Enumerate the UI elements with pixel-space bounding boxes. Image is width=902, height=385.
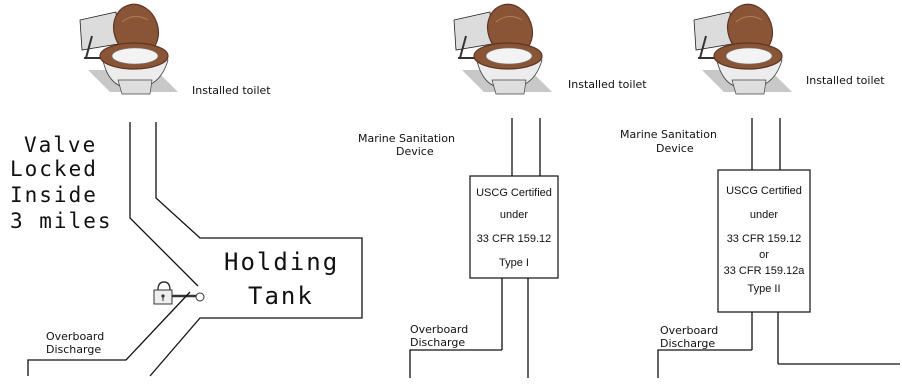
msd-box-text: or [759, 249, 769, 261]
valve-label: Valve [24, 133, 97, 157]
toilet-icon [693, 0, 793, 95]
msd-label: Device [396, 145, 434, 158]
msd-box-text: USCG Certified [476, 187, 552, 199]
valve-label: 3 miles [10, 209, 113, 233]
overboard-discharge-label: Discharge [46, 343, 101, 356]
padlock-icon [153, 281, 205, 305]
msd-box-text: under [750, 209, 778, 221]
discharge-pipe [409, 349, 502, 378]
msd-box-text: USCG Certified [726, 185, 802, 197]
msd-box-text: Type II [747, 283, 780, 295]
overboard-discharge-label: Discharge [410, 336, 465, 349]
installed-toilet-label: Installed toilet [806, 74, 885, 87]
holding-tank-label: Holding [224, 248, 339, 276]
msd-box [717, 169, 811, 313]
pipe-line [129, 122, 199, 287]
left-panel: Installed toilet Holding Tank Valve Lock… [10, 0, 363, 377]
installed-toilet-label: Installed toilet [568, 78, 647, 91]
right-panel: Installed toilet Marine Sanitation Devic… [620, 0, 900, 378]
discharge-pipe [657, 349, 752, 378]
msd-box-text: under [500, 209, 528, 221]
toilet-icon [453, 0, 553, 95]
discharge-pipe [27, 291, 191, 376]
msd-label: Marine Sanitation [358, 132, 455, 145]
middle-panel: Installed toilet Marine Sanitation Devic… [358, 0, 647, 378]
overboard-discharge-label: Discharge [660, 337, 715, 350]
valve-label: Locked [10, 157, 98, 181]
msd-box [469, 175, 559, 279]
msd-box-text: Type I [499, 257, 529, 269]
msd-box-text: 33 CFR 159.12a [724, 265, 806, 277]
msd-label: Device [656, 142, 694, 155]
holding-tank-outline [149, 122, 363, 377]
msd-label: Marine Sanitation [620, 128, 717, 141]
toilet-icon [79, 0, 179, 95]
valve-label: Inside [10, 183, 98, 207]
msd-box-text: 33 CFR 159.12 [477, 233, 552, 245]
holding-tank-label: Tank [248, 282, 314, 310]
overboard-discharge-label: Overboard [46, 330, 104, 343]
overboard-discharge-label: Overboard [410, 323, 468, 336]
msd-box-text: 33 CFR 159.12 [727, 233, 802, 245]
overboard-discharge-label: Overboard [660, 324, 718, 337]
installed-toilet-label: Installed toilet [192, 84, 271, 97]
